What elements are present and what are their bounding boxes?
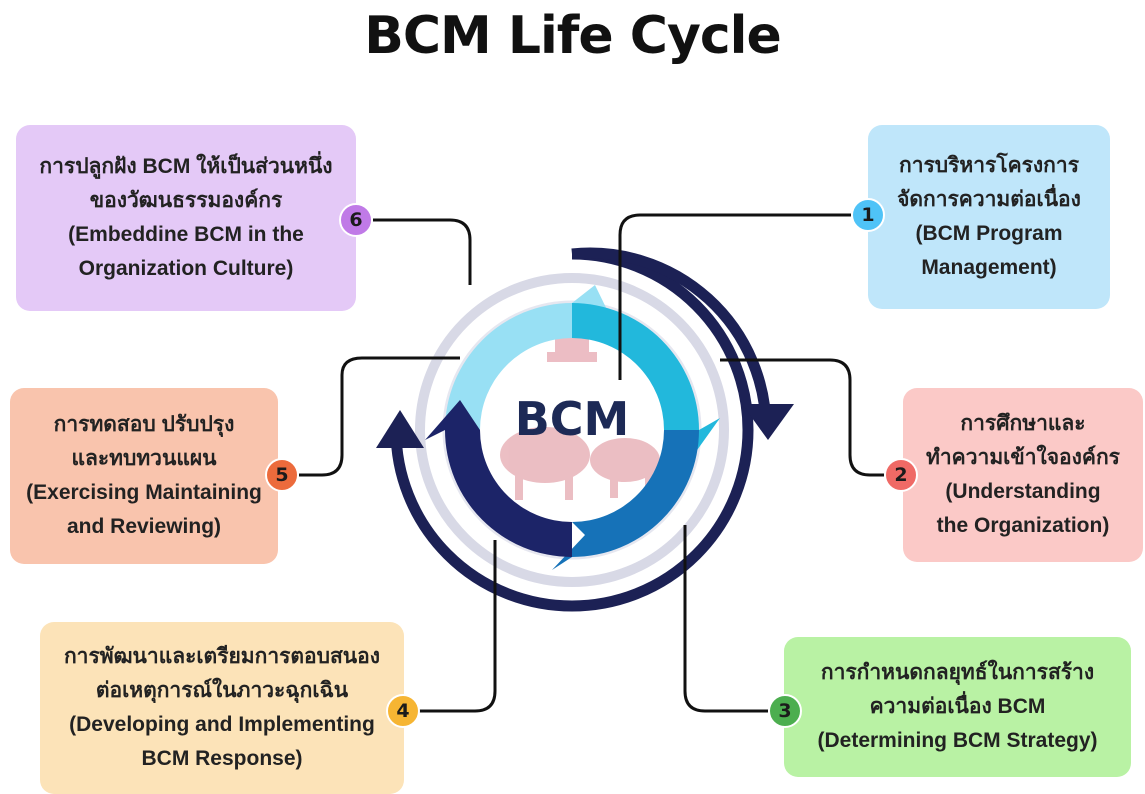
step-6-line-4: Organization Culture)	[78, 257, 294, 280]
connector-2	[720, 358, 884, 477]
outer-ring-arc-right	[571, 247, 772, 431]
step-5-line-2: และทบทวนแผน	[71, 447, 217, 470]
diagram-title: BCM Life Cycle	[364, 6, 782, 66]
step-number-badge-5: 5	[265, 458, 299, 492]
arrowhead-down-right-icon	[742, 404, 794, 440]
cycle-segment-cyan	[572, 303, 720, 460]
step-card-1: การบริหารโครงการ จัดการความต่อเนื่อง (BC…	[868, 125, 1110, 309]
step-3-line-3: (Determining BCM Strategy)	[817, 729, 1098, 752]
step-number-badge-4: 4	[386, 694, 420, 728]
cycle-segment-blue	[552, 430, 699, 570]
step-6-line-2: ของวัฒนธรรมองค์กร	[89, 189, 283, 212]
step-4-line-2: ต่อเหตุการณ์ในภาวะฉุกเฉิน	[95, 679, 349, 702]
step-number-badge-1: 1	[851, 198, 885, 232]
step-5-line-3: (Exercising Maintaining	[26, 481, 262, 504]
connector-1	[618, 213, 851, 380]
step-1-line-4: Management)	[921, 256, 1057, 279]
step-4-line-3: (Developing and Implementing	[69, 713, 375, 736]
step-card-3: การกำหนดกลยุทธ์ในการสร้าง ความต่อเนื่อง …	[784, 637, 1131, 777]
step-6-line-1: การปลูกฝัง BCM ให้เป็นส่วนหนึ่ง	[39, 155, 333, 178]
cycle-segment-light-cyan	[445, 285, 612, 430]
step-2-line-4: the Organization)	[936, 514, 1110, 537]
emblem-cattle-shape	[500, 427, 660, 500]
step-card-4: การพัฒนาและเตรียมการตอบสนอง ต่อเหตุการณ์…	[40, 622, 404, 794]
outer-ring-path	[390, 248, 754, 612]
step-number-badge-3: 3	[768, 694, 802, 728]
step-card-5: การทดสอบ ปรับปรุง และทบทวนแผน (Exercisin…	[10, 388, 278, 564]
step-card-6: การปลูกฝัง BCM ให้เป็นส่วนหนึ่ง ของวัฒนธ…	[16, 125, 356, 311]
step-1-line-1: การบริหารโครงการ	[899, 154, 1079, 177]
step-5-line-4: and Reviewing)	[66, 515, 222, 538]
step-3-line-2: ความต่อเนื่อง BCM	[869, 695, 1046, 718]
step-number-badge-2: 2	[884, 458, 918, 492]
step-2-line-1: การศึกษาและ	[960, 412, 1086, 435]
step-1-line-2: จัดการความต่อเนื่อง	[897, 188, 1081, 211]
emblem-building-shape	[547, 338, 597, 362]
emblem-outer-ring	[415, 273, 729, 587]
step-6-line-3: (Embeddine BCM in the	[68, 223, 304, 246]
step-2-line-3: (Understanding	[945, 480, 1101, 503]
step-5-line-1: การทดสอบ ปรับปรุง	[53, 413, 235, 436]
cycle-segment-navy	[425, 400, 572, 557]
connector-4	[386, 540, 497, 713]
connector-5	[299, 356, 460, 477]
center-label: BCM	[514, 392, 630, 446]
step-4-line-4: BCM Response)	[141, 747, 303, 770]
step-card-2: การศึกษาและ ทำความเข้าใจองค์กร (Understa…	[903, 388, 1143, 562]
step-3-line-1: การกำหนดกลยุทธ์ในการสร้าง	[820, 661, 1095, 684]
step-4-line-1: การพัฒนาและเตรียมการตอบสนอง	[63, 645, 381, 668]
connector-6	[373, 218, 472, 285]
step-number-badge-6: 6	[339, 203, 373, 237]
connector-3	[683, 525, 768, 713]
step-2-line-2: ทำความเข้าใจองค์กร	[926, 446, 1120, 469]
step-1-line-3: (BCM Program	[915, 222, 1063, 245]
arrowhead-up-left-icon	[376, 410, 424, 448]
